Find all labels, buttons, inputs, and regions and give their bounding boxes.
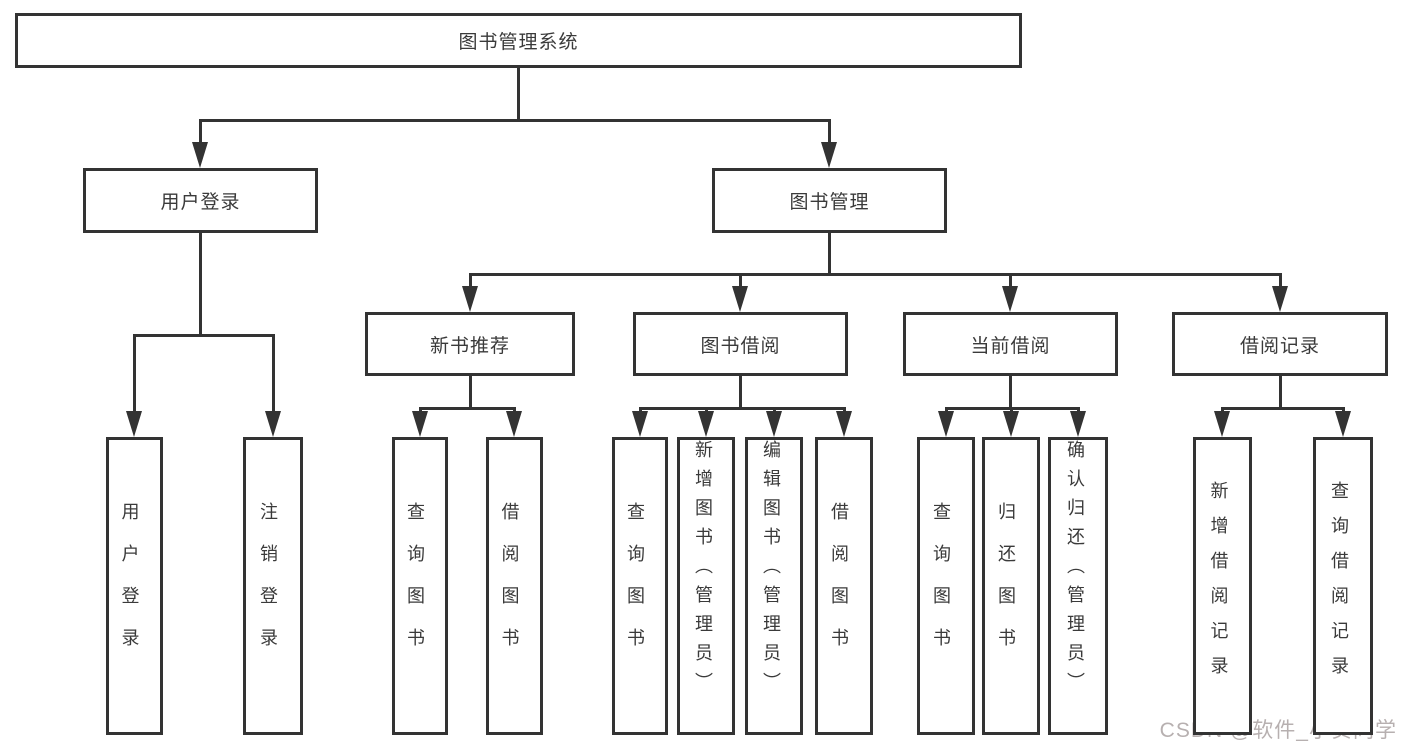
node-label: 借阅图书 bbox=[499, 502, 520, 670]
connector-drop bbox=[132, 334, 136, 415]
arrow-down-icon bbox=[192, 142, 208, 168]
node-leaf-br-query: 查询借阅记录 bbox=[1313, 437, 1373, 735]
connector-stem bbox=[468, 376, 472, 410]
node-leaf-user-login: 用户登录 bbox=[106, 437, 163, 735]
node-label: 注销登录 bbox=[258, 502, 278, 670]
node-leaf-cb-return: 归还图书 bbox=[982, 437, 1040, 735]
arrow-down-icon bbox=[1214, 411, 1230, 437]
arrow-down-icon bbox=[1003, 411, 1019, 437]
node-leaf-bb-query: 查询图书 bbox=[612, 437, 668, 735]
node-label: 用户登录 bbox=[160, 192, 241, 213]
node-label: 借阅记录 bbox=[1239, 335, 1320, 357]
node-label: 图书管理系统 bbox=[458, 32, 579, 53]
node-borrow-records: 借阅记录 bbox=[1172, 312, 1388, 376]
connector-stem bbox=[1008, 376, 1012, 410]
connector-drop bbox=[271, 334, 275, 415]
node-label: 查询借阅记录 bbox=[1329, 481, 1349, 691]
arrow-down-icon bbox=[821, 142, 837, 168]
node-label: 新书推荐 bbox=[429, 335, 510, 357]
connector-stem bbox=[198, 233, 202, 337]
connector-rail bbox=[198, 119, 831, 122]
arrow-down-icon bbox=[462, 286, 478, 312]
arrow-down-icon bbox=[766, 411, 782, 437]
node-label: 查询图书 bbox=[405, 502, 425, 670]
connector-rail bbox=[132, 334, 275, 337]
arrow-down-icon bbox=[265, 411, 281, 437]
node-leaf-logout: 注销登录 bbox=[243, 437, 303, 735]
node-label: 图书借阅 bbox=[700, 335, 781, 357]
node-current-borrow: 当前借阅 bbox=[903, 312, 1118, 376]
arrow-down-icon bbox=[506, 411, 522, 437]
node-leaf-bb-add: 新增图书（管理员） bbox=[677, 437, 735, 735]
node-leaf-cb-confirm: 确认归还（管理员） bbox=[1048, 437, 1108, 735]
connector-drop bbox=[827, 119, 831, 146]
connector-rail bbox=[468, 273, 1282, 276]
arrow-down-icon bbox=[1070, 411, 1086, 437]
arrow-down-icon bbox=[1272, 286, 1288, 312]
connector-stem bbox=[738, 376, 742, 410]
arrow-down-icon bbox=[632, 411, 648, 437]
connector-drop bbox=[738, 273, 742, 290]
node-root: 图书管理系统 bbox=[15, 13, 1022, 68]
node-leaf-br-add: 新增借阅记录 bbox=[1193, 437, 1252, 735]
node-leaf-rec-query: 查询图书 bbox=[392, 437, 448, 735]
node-book-mgmt: 图书管理 bbox=[712, 168, 947, 233]
arrow-down-icon bbox=[1002, 286, 1018, 312]
node-user-login: 用户登录 bbox=[83, 168, 318, 233]
node-label: 编辑图书（管理员） bbox=[761, 440, 781, 701]
arrow-down-icon bbox=[412, 411, 428, 437]
node-leaf-bb-borrow: 借阅图书 bbox=[815, 437, 873, 735]
node-label: 当前借阅 bbox=[970, 335, 1051, 357]
node-label: 新增图书（管理员） bbox=[693, 440, 713, 701]
arrow-down-icon bbox=[698, 411, 714, 437]
connector-rail bbox=[418, 407, 516, 410]
connector-stem bbox=[516, 68, 520, 122]
arrow-down-icon bbox=[126, 411, 142, 437]
arrow-down-icon bbox=[732, 286, 748, 312]
node-book-borrow: 图书借阅 bbox=[633, 312, 848, 376]
connector-drop bbox=[198, 119, 202, 146]
connector-drop bbox=[468, 273, 472, 290]
node-label: 借阅图书 bbox=[829, 502, 849, 670]
connector-stem bbox=[827, 233, 831, 276]
connector-drop bbox=[1008, 273, 1012, 290]
node-label: 确认归还（管理员） bbox=[1065, 440, 1085, 701]
arrow-down-icon bbox=[938, 411, 954, 437]
connector-rail bbox=[638, 407, 846, 410]
node-label: 查询图书 bbox=[625, 502, 645, 670]
node-new-book-rec: 新书推荐 bbox=[365, 312, 575, 376]
node-leaf-rec-borrow: 借阅图书 bbox=[486, 437, 543, 735]
node-label: 查询图书 bbox=[931, 502, 951, 670]
arrow-down-icon bbox=[836, 411, 852, 437]
node-leaf-bb-edit: 编辑图书（管理员） bbox=[745, 437, 803, 735]
node-label: 新增借阅记录 bbox=[1208, 481, 1229, 691]
connector-rail bbox=[1220, 407, 1345, 410]
connector-drop bbox=[1278, 273, 1282, 290]
node-label: 归还图书 bbox=[996, 502, 1016, 670]
node-label: 图书管理 bbox=[789, 192, 870, 213]
node-leaf-cb-query: 查询图书 bbox=[917, 437, 975, 735]
arrow-down-icon bbox=[1335, 411, 1351, 437]
node-label: 用户登录 bbox=[119, 502, 140, 670]
connector-stem bbox=[1278, 376, 1282, 410]
